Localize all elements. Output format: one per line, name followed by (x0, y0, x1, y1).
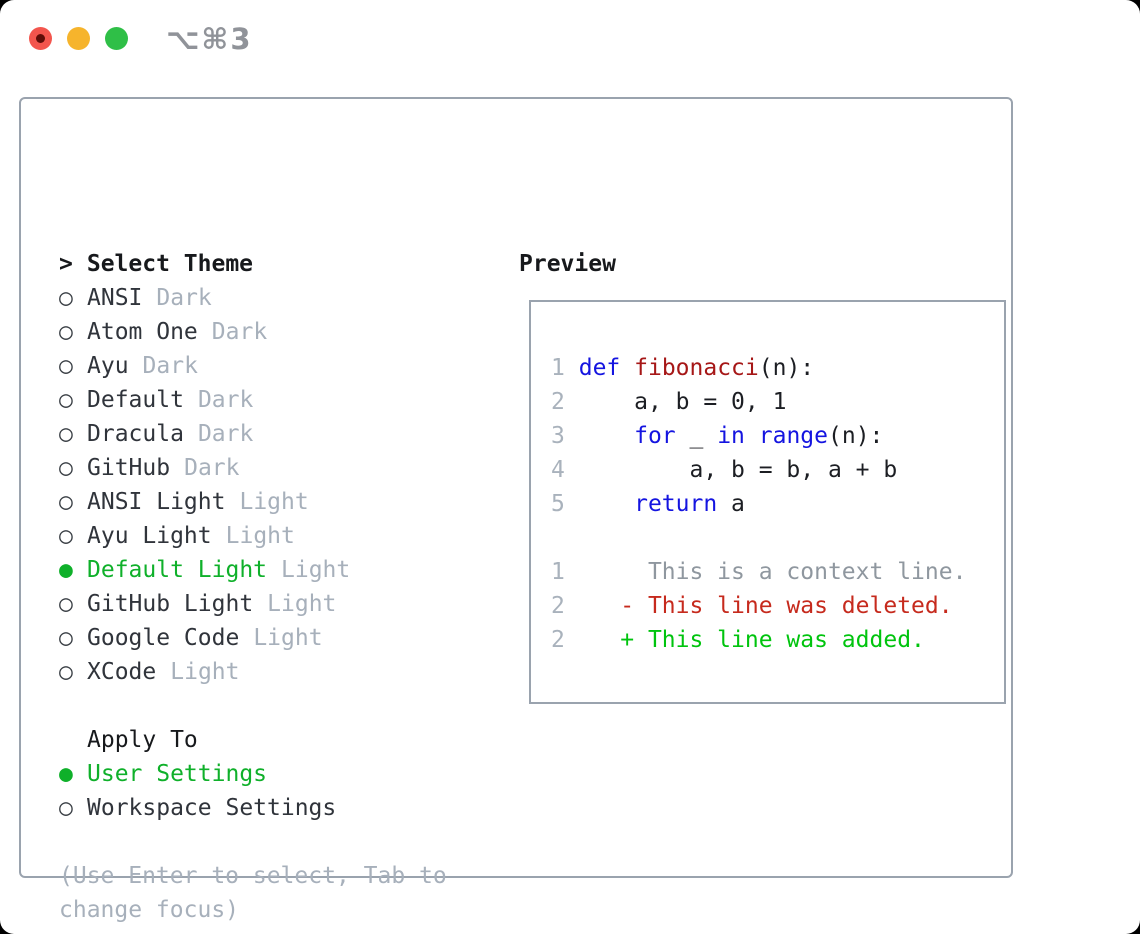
theme-option-ansi-dark[interactable]: ○ ANSI Dark (59, 281, 499, 315)
theme-variant: Light (281, 557, 351, 583)
help-text-line2: change focus) (59, 897, 240, 923)
window-shortcut-label: ⌥⌘3 (166, 22, 253, 56)
spacer (59, 689, 499, 723)
radio-unselected-icon: ○ (59, 387, 73, 413)
radio-unselected-icon: ○ (59, 285, 73, 311)
theme-variant: Dark (211, 319, 268, 345)
close-button-dot (36, 34, 45, 43)
theme-variant: Light (170, 659, 240, 685)
radio-selected-icon: ● (59, 557, 73, 583)
theme-variant: Light (239, 489, 309, 515)
line-number: 2 (551, 627, 565, 653)
theme-variant: Dark (142, 353, 198, 379)
theme-name: Default (87, 387, 184, 413)
radio-selected-icon: ● (59, 761, 73, 787)
theme-name: XCode (87, 659, 157, 685)
theme-name: GitHub Light (87, 591, 254, 617)
radio-unselected-icon: ○ (59, 625, 73, 651)
keyword-token: in (717, 423, 745, 449)
line-number: 3 (551, 423, 565, 449)
theme-name: Default Light (87, 557, 268, 583)
preview-title: Preview (519, 251, 616, 277)
keyword-token: return (634, 491, 718, 517)
code-line: 3 for _ in range(n): (551, 423, 884, 449)
diff-context-line: 1 This is a context line. (551, 559, 967, 585)
theme-variant: Dark (197, 387, 254, 413)
theme-option-atom-one-dark[interactable]: ○ Atom One Dark (59, 315, 499, 349)
diff-deleted-line: 2 - This line was deleted. (551, 593, 953, 619)
line-number: 4 (551, 457, 565, 483)
theme-variant: Light (267, 591, 337, 617)
preview-pane: 1 def fibonacci(n): 2 a, b = 0, 1 3 for … (529, 300, 1006, 704)
theme-option-default-light[interactable]: ● Default Light Light (59, 553, 499, 587)
apply-to-name: User Settings (87, 761, 268, 787)
apply-to-option-user-settings[interactable]: ● User Settings (59, 757, 499, 791)
radio-unselected-icon: ○ (59, 523, 73, 549)
theme-name: Ayu (87, 353, 129, 379)
apply-to-option-workspace-settings[interactable]: ○ Workspace Settings (59, 791, 499, 825)
theme-option-ayu-light[interactable]: ○ Ayu Light Light (59, 519, 499, 553)
focus-pointer-icon: > (59, 251, 73, 277)
theme-variant: Dark (156, 285, 212, 311)
radio-unselected-icon: ○ (59, 591, 73, 617)
code-line: 4 a, b = b, a + b (551, 457, 898, 483)
theme-option-dracula-dark[interactable]: ○ Dracula Dark (59, 417, 499, 451)
theme-name: ANSI Light (87, 489, 226, 515)
theme-name: Google Code (87, 625, 240, 651)
diff-added-line: 2 + This line was added. (551, 627, 925, 653)
theme-option-default-dark[interactable]: ○ Default Dark (59, 383, 499, 417)
apply-to-header: Apply To (87, 727, 198, 753)
radio-unselected-icon: ○ (59, 795, 73, 821)
theme-variant: Light (253, 625, 323, 651)
line-number: 2 (551, 593, 565, 619)
radio-unselected-icon: ○ (59, 421, 73, 447)
keyword-token: for (634, 423, 676, 449)
theme-variant: Light (225, 523, 295, 549)
minimize-button[interactable] (67, 27, 90, 50)
zoom-button[interactable] (105, 27, 128, 50)
code-line: 1 def fibonacci(n): (551, 355, 815, 381)
help-text-line1: (Use Enter to select, Tab to (59, 863, 447, 889)
line-number: 2 (551, 389, 565, 415)
function-token: fibonacci (634, 355, 759, 381)
close-button[interactable] (29, 27, 52, 50)
code-line: 2 a, b = 0, 1 (551, 389, 787, 415)
spacer (59, 825, 499, 859)
code-preview: 1 def fibonacci(n): 2 a, b = 0, 1 3 for … (551, 351, 1004, 657)
theme-option-ayu-dark[interactable]: ○ Ayu Dark (59, 349, 499, 383)
theme-option-xcode[interactable]: ○ XCode Light (59, 655, 499, 689)
code-line: 5 return a (551, 491, 745, 517)
theme-option-google-code[interactable]: ○ Google Code Light (59, 621, 499, 655)
line-number: 1 (551, 559, 565, 585)
keyword-token: def (578, 355, 621, 381)
radio-unselected-icon: ○ (59, 455, 73, 481)
line-number: 1 (551, 355, 565, 381)
theme-name: Atom One (87, 319, 198, 345)
keyword-token: range (758, 423, 829, 449)
theme-name: Dracula (87, 421, 184, 447)
select-theme-header: > Select Theme (59, 247, 499, 281)
theme-variant: Dark (197, 421, 254, 447)
theme-name: GitHub (87, 455, 171, 481)
spacer (551, 521, 1004, 555)
titlebar: ⌥⌘3 (0, 0, 1140, 70)
theme-option-github-dark[interactable]: ○ GitHub Dark (59, 451, 499, 485)
radio-unselected-icon: ○ (59, 489, 73, 515)
radio-unselected-icon: ○ (59, 353, 73, 379)
line-number: 5 (551, 491, 565, 517)
theme-option-ansi-light[interactable]: ○ ANSI Light Light (59, 485, 499, 519)
theme-name: ANSI (87, 285, 143, 311)
theme-name: Ayu Light (87, 523, 212, 549)
theme-option-github-light[interactable]: ○ GitHub Light Light (59, 587, 499, 621)
radio-unselected-icon: ○ (59, 659, 73, 685)
apply-to-name: Workspace Settings (87, 795, 337, 821)
radio-unselected-icon: ○ (59, 319, 73, 345)
theme-variant: Dark (184, 455, 240, 481)
select-theme-title: Select Theme (86, 251, 254, 277)
